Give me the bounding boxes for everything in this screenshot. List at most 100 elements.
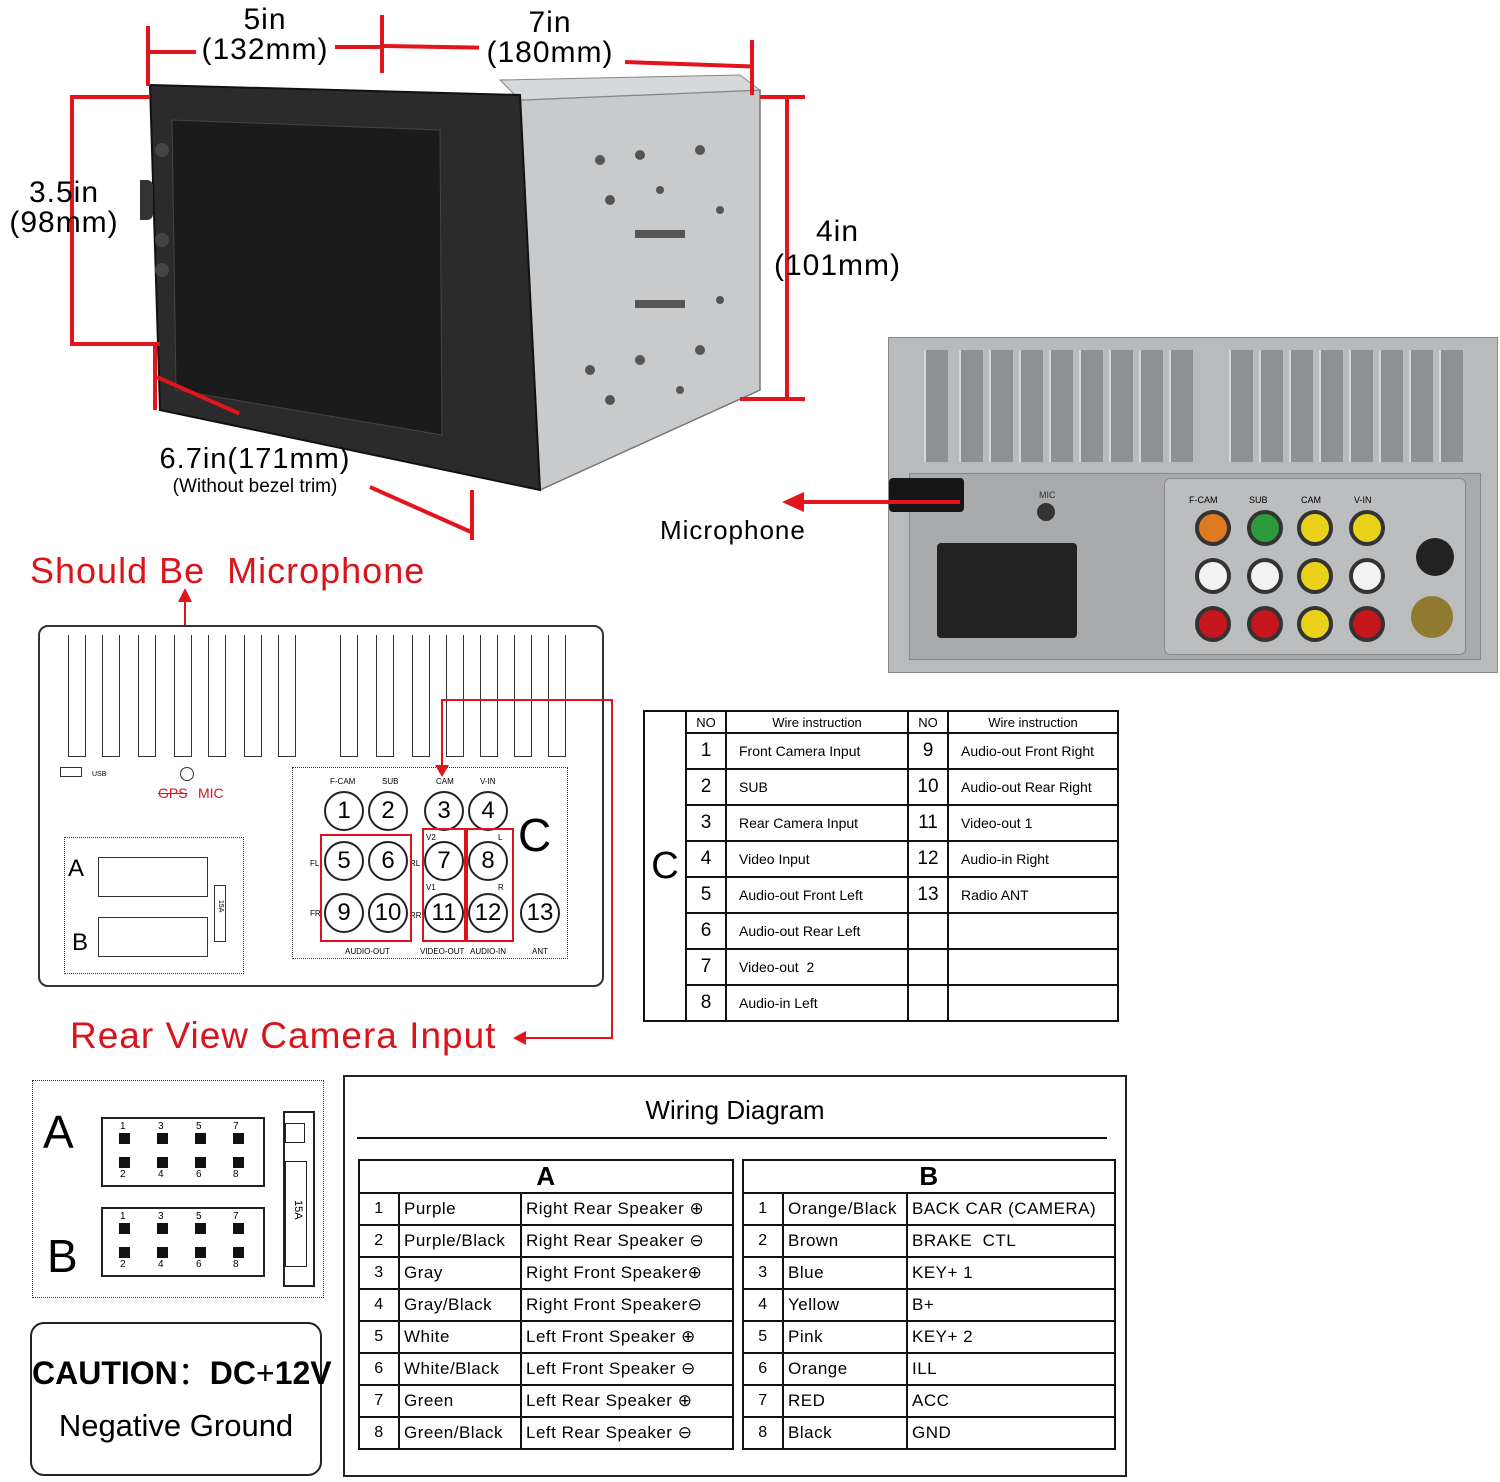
dim-height-left-mm: (98mm) [9,206,119,239]
rl-label: RL [410,859,421,868]
dimension-line [470,490,474,540]
dim-depth-top-in: 7in [528,6,572,39]
wi-text: Video-out 2 [725,948,909,986]
table-a-header: A [358,1159,734,1194]
v2-label: V2 [426,833,436,842]
wire-color: White [398,1320,522,1354]
rca-jack [1247,606,1283,642]
pin-number: 2 [120,1169,126,1180]
port-2: 2 [368,791,408,831]
wire-num: 3 [742,1256,784,1290]
wire-num: 3 [358,1256,400,1290]
wi-text: Video-out 1 [947,804,1119,842]
head-unit-drawing [135,74,762,492]
port-7: 7 [424,841,464,881]
wi-no: 10 [907,768,949,806]
dimension-line [750,40,754,95]
port-12: 12 [468,893,508,933]
polarity-icon: ⊖ [677,1423,693,1442]
video-out-highlight [422,828,466,942]
mic-cable [889,478,964,512]
pin [233,1223,244,1234]
wire-func: Right Rear Speaker ⊖ [520,1224,734,1258]
wi-no: 13 [907,876,949,914]
wi-no: 8 [685,984,727,1022]
wire-func-text: Right Front Speaker [526,1295,688,1314]
wire-num: 1 [742,1192,784,1226]
microphone-label: Microphone [660,515,806,545]
cam-label: CAM [436,777,454,786]
mic-label: MIC [198,785,224,801]
dim-depth-top: 7in (180mm) [480,8,620,68]
wi-text: Front Camera Input [725,732,909,770]
rear-view-label: Rear View Camera Input [70,1015,497,1056]
rca-jack [1349,558,1385,594]
wire-num: 5 [742,1320,784,1354]
audio-in-highlight [466,828,514,942]
detail-fuse-slot [285,1123,305,1143]
caution-line2: Negative Ground [58,1408,294,1443]
fuse: 15A [214,885,226,942]
wire-func: Left Front Speaker ⊕ [520,1320,734,1354]
port-6: 6 [368,841,408,881]
pin [157,1157,168,1168]
wire-color: Orange/Black [782,1192,908,1226]
dim-width-top-mm: (132mm) [201,33,329,66]
conn-a-label: A [68,855,85,882]
wi-text: SUB [725,768,909,806]
rear-vin-label: V-IN [1354,495,1372,505]
pin-number: 3 [158,1121,164,1132]
wire-num: 2 [358,1224,400,1258]
r-label: R [498,883,504,892]
wire-func: Left Front Speaker ⊖ [520,1352,734,1386]
l-label: L [498,833,503,842]
port-11: 11 [424,893,464,933]
v1-label: V1 [426,883,436,892]
wire-color: Pink [782,1320,908,1354]
wire-color: Yellow [782,1288,908,1322]
polarity-icon: ⊖ [681,1359,696,1378]
pin [157,1223,168,1234]
wire-color: Green [398,1384,522,1418]
wi-no: 5 [685,876,727,914]
polarity-icon: ⊕ [687,1263,703,1282]
ant-label: ANT [532,947,548,956]
wire-num: 6 [742,1352,784,1386]
rear-fcam-label: F-CAM [1189,495,1218,505]
connector-b [98,917,208,957]
wire-color: Gray [398,1256,522,1290]
dimension-line [70,95,150,99]
dim-height-right-mm: (101mm) [773,249,901,282]
wi-no: 4 [685,840,727,878]
wire-func: ACC [906,1384,1116,1418]
rear-panel-photo: MIC F-CAM SUB CAM V-IN [888,337,1498,673]
wi-text: Audio-out Front Left [725,876,909,914]
pin-number: 1 [120,1211,126,1222]
wire-instruction-table: C NO Wire instruction NO Wire instructio… [643,710,1119,1022]
wire-func: GND [906,1416,1116,1450]
pin [157,1247,168,1258]
polarity-icon: ⊕ [681,1327,696,1346]
wire-color: Orange [782,1352,908,1386]
wire-func: Left Rear Speaker ⊕ [520,1384,734,1418]
port-fuse-label: 15A [217,900,224,913]
audio-out-label: AUDIO-OUT [345,947,390,956]
wi-no [907,948,949,986]
wi-text: Video Input [725,840,909,878]
rca-jack [1247,558,1283,594]
wire-func: BACK CAR (CAMERA) [906,1192,1116,1226]
dimension-line [150,50,196,54]
caution-dc: DC [209,1355,256,1391]
pin [119,1223,130,1234]
pin-number: 6 [196,1259,202,1270]
wire-color: RED [782,1384,908,1418]
wi-text [947,948,1119,986]
